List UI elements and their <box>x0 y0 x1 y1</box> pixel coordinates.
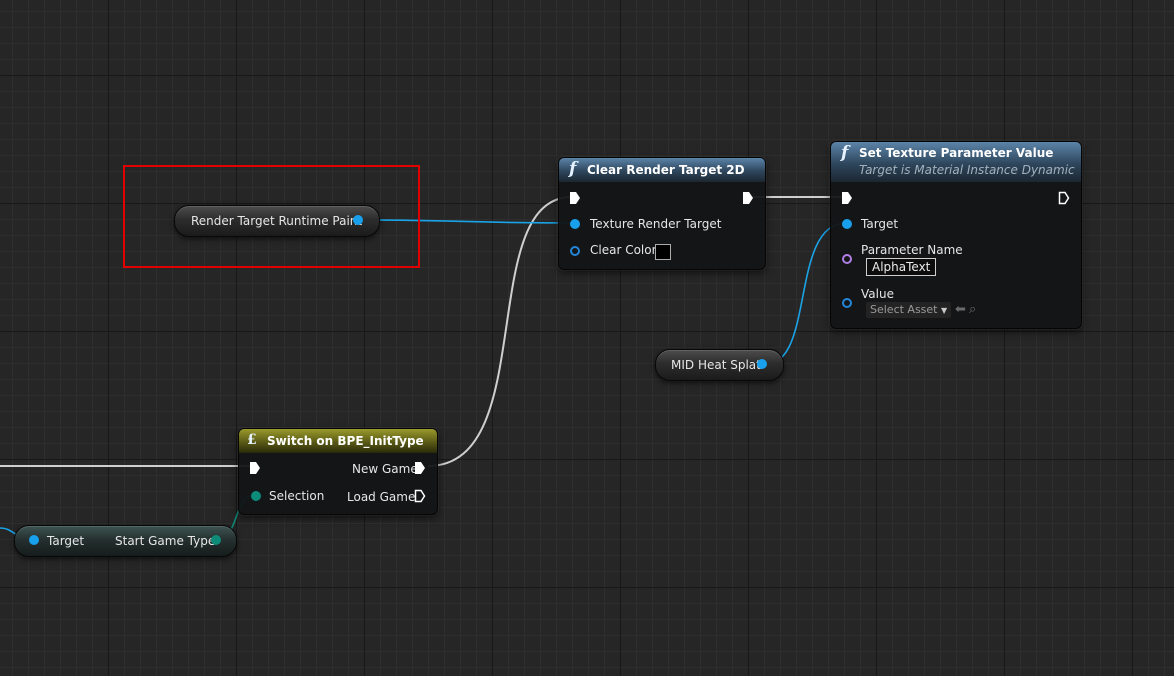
render-target-output-pin[interactable] <box>353 215 363 225</box>
clear-color-label: Clear Color <box>590 243 657 257</box>
value-label: Value <box>861 287 894 301</box>
load-game-label: Load Game <box>347 490 416 504</box>
set-texture-parameter-node[interactable]: f Set Texture Parameter Value Target is … <box>830 141 1082 329</box>
exec-out-pin[interactable] <box>742 191 754 205</box>
function-icon: f <box>841 143 849 163</box>
target-input-label: Target <box>47 534 85 548</box>
exec-wire-new-game <box>427 196 573 467</box>
switch-node[interactable]: £ Switch on BPE_InitType New Game Select… <box>238 428 438 515</box>
render-target-variable[interactable]: Render Target Runtime Paint <box>174 205 380 237</box>
target-label: Target <box>861 217 899 231</box>
new-game-label: New Game <box>352 462 418 476</box>
set-texture-parameter-subtitle: Target is Material Instance Dynamic <box>859 163 1075 177</box>
new-game-exec-pin[interactable] <box>414 461 426 475</box>
clear-color-swatch[interactable] <box>655 244 671 260</box>
switch-node-header[interactable]: £ Switch on BPE_InitType <box>239 429 437 453</box>
target-input-pin[interactable] <box>29 535 39 545</box>
object-wire-render-target <box>362 219 575 224</box>
load-game-exec-pin[interactable] <box>414 489 426 503</box>
render-target-label: Render Target Runtime Paint <box>191 214 363 228</box>
start-game-type-node[interactable]: Target Start Game Type <box>14 525 237 557</box>
texture-render-target-pin[interactable] <box>570 219 580 229</box>
parameter-name-pin[interactable] <box>842 254 852 264</box>
switch-node-title: Switch on BPE_InitType <box>267 434 424 448</box>
value-pin[interactable] <box>842 298 852 308</box>
set-texture-parameter-header[interactable]: f Set Texture Parameter Value Target is … <box>831 142 1081 182</box>
select-asset-text: Select Asset <box>870 303 938 316</box>
clear-render-target-header[interactable]: f Clear Render Target 2D <box>559 158 765 182</box>
browse-asset-icon[interactable]: ⌕ <box>969 302 977 317</box>
selection-highlight <box>123 165 420 268</box>
mid-heat-splat-label: MID Heat Splat <box>671 358 761 372</box>
function-icon: f <box>569 159 577 179</box>
set-texture-parameter-title: Set Texture Parameter Value <box>859 146 1054 160</box>
dropdown-arrow-icon: ▼ <box>941 306 948 315</box>
target-pin[interactable] <box>842 219 852 229</box>
select-asset-dropdown[interactable]: Select Asset ▼ <box>866 302 952 318</box>
use-selected-asset-icon[interactable]: ⬅ <box>955 302 966 317</box>
switch-icon: £ <box>247 432 257 448</box>
mid-heat-splat-variable[interactable]: MID Heat Splat <box>655 349 784 381</box>
selection-pin[interactable] <box>251 491 261 501</box>
clear-color-pin[interactable] <box>570 246 580 256</box>
exec-in-pin[interactable] <box>841 191 853 205</box>
parameter-name-label: Parameter Name <box>861 243 963 257</box>
mid-heat-splat-output-pin[interactable] <box>757 359 767 369</box>
parameter-name-input[interactable]: AlphaText <box>866 258 937 276</box>
exec-in-pin[interactable] <box>249 461 261 475</box>
clear-render-target-node[interactable]: f Clear Render Target 2D Texture Render … <box>558 157 766 270</box>
start-game-type-label: Start Game Type <box>115 534 216 548</box>
selection-label: Selection <box>269 489 325 503</box>
clear-render-target-title: Clear Render Target 2D <box>587 163 745 177</box>
start-game-type-output-pin[interactable] <box>211 535 221 545</box>
texture-render-target-label: Texture Render Target <box>590 217 722 231</box>
exec-out-pin[interactable] <box>1058 191 1070 205</box>
exec-in-pin[interactable] <box>569 191 581 205</box>
